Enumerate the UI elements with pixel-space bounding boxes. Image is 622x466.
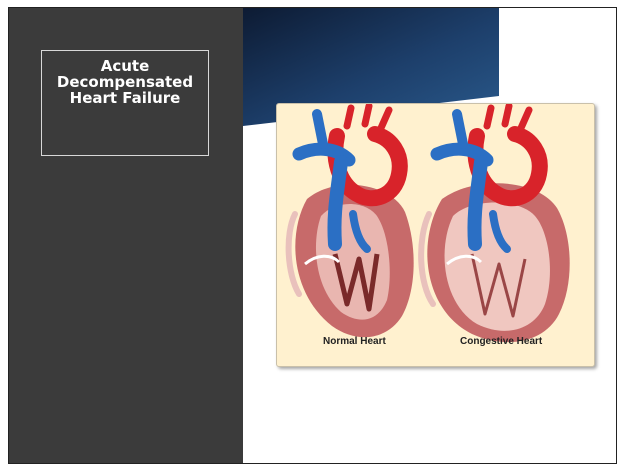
- normal-heart-illustration: [289, 106, 414, 337]
- title-box: Acute Decompensated Heart Failure: [41, 50, 209, 156]
- slide-title: Acute Decompensated Heart Failure: [45, 58, 205, 106]
- normal-heart-label: Normal Heart: [323, 336, 386, 347]
- congestive-heart-illustration: [421, 106, 570, 342]
- sidebar-panel: Acute Decompensated Heart Failure: [9, 8, 243, 463]
- heart-comparison-figure: Normal Heart Congestive Heart: [276, 103, 595, 367]
- slide: Acute Decompensated Heart Failure: [8, 7, 617, 464]
- congestive-heart-label: Congestive Heart: [460, 336, 542, 347]
- heart-illustrations: [277, 104, 594, 366]
